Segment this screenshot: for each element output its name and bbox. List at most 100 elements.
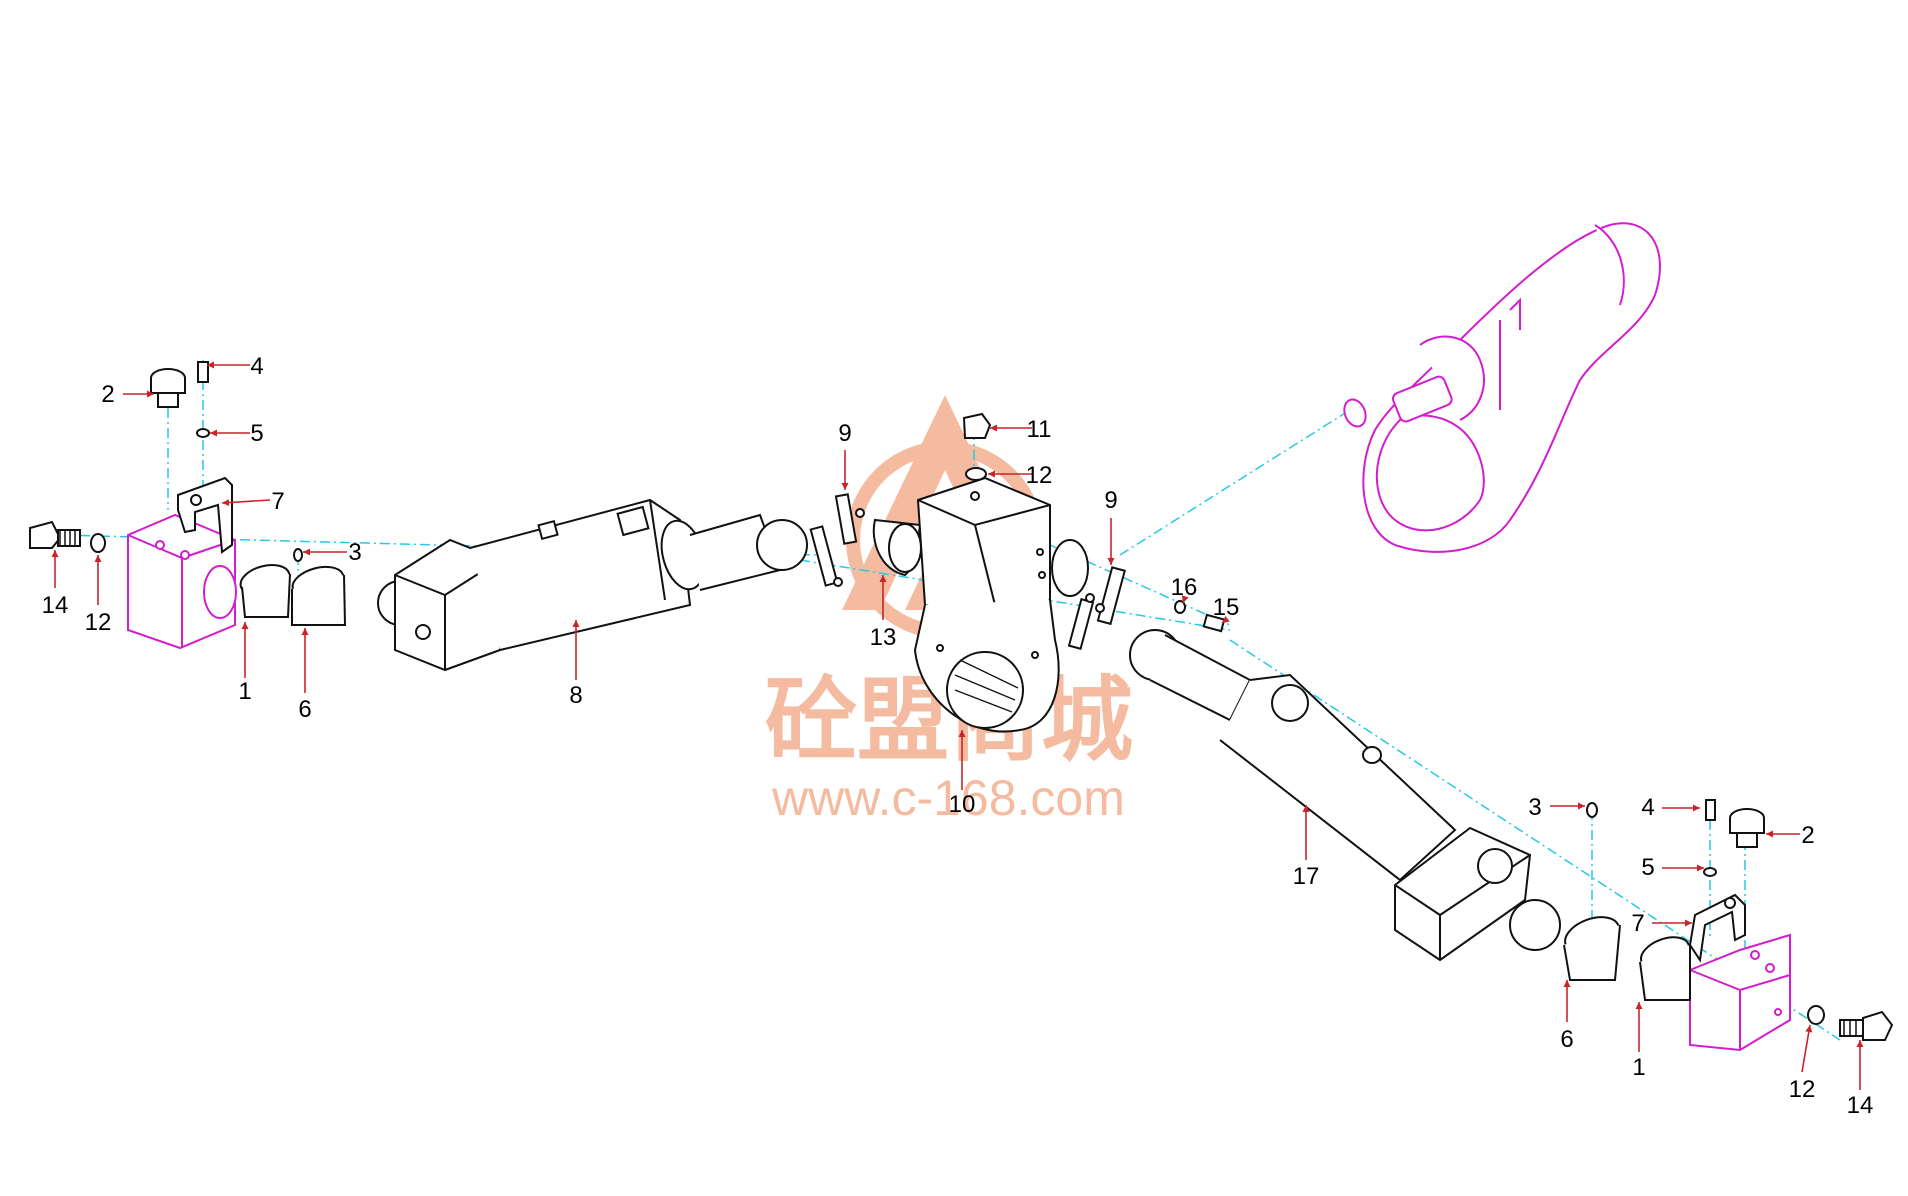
callout-label: 3 [348, 539, 361, 566]
callout-1: 1 [238, 622, 252, 705]
callout-label: 9 [1104, 487, 1117, 514]
part-5-right [1703, 867, 1717, 877]
callout-label: 12 [85, 609, 112, 636]
callout-3: 3 [303, 539, 362, 566]
part-12-left [90, 533, 106, 553]
leader-line [1801, 1024, 1811, 1073]
callout-label: 11 [1027, 416, 1052, 443]
callout-label: 16 [1171, 574, 1198, 601]
callout-label: 1 [1632, 1054, 1645, 1081]
callout-9: 9 [838, 420, 852, 490]
callout-label: 7 [1631, 910, 1644, 937]
callout-13: 13 [870, 575, 897, 651]
callout-3: 3 [1528, 794, 1585, 821]
leader-arrow-icon [301, 628, 309, 635]
part-5-left [196, 428, 210, 438]
callout-6: 6 [1560, 980, 1574, 1053]
callout-11: 11 [990, 416, 1051, 443]
leader-arrow-icon [1697, 864, 1704, 872]
part-14-right [1839, 1010, 1894, 1041]
callout-10: 10 [949, 730, 976, 818]
callout-8: 8 [569, 620, 583, 709]
part-15-screw [1202, 613, 1226, 633]
leader-arrow-icon [879, 575, 887, 582]
part-13-center-block [872, 476, 1089, 733]
callout-9: 9 [1104, 487, 1118, 565]
leader-arrow-icon [1856, 1040, 1864, 1047]
leader-arrow-icon [1635, 1002, 1643, 1009]
leader-arrow-icon [990, 424, 997, 432]
part-2-left [150, 368, 186, 408]
leader-arrow-icon [51, 550, 59, 557]
leader-arrow-icon [94, 555, 102, 562]
callout-5: 5 [1641, 854, 1704, 881]
part-6-right [1563, 802, 1621, 981]
reference-block-right [1689, 933, 1791, 1052]
part-7-left [177, 476, 233, 554]
callout-4: 4 [207, 353, 264, 380]
part-6-left [291, 548, 347, 626]
callout-label: 12 [1789, 1076, 1816, 1103]
callout-label: 14 [42, 592, 69, 619]
callout-label: 13 [870, 624, 897, 651]
callout-16: 16 [1171, 574, 1198, 604]
leader-arrow-icon [958, 730, 966, 737]
callout-label: 7 [271, 488, 284, 515]
part-12-right [1807, 1005, 1825, 1025]
part-9-left-plate [809, 493, 865, 587]
callout-label: 12 [1026, 462, 1053, 489]
part-1-right [1639, 936, 1691, 1001]
leader-arrow-icon [207, 361, 214, 369]
part-17-cylinder [1129, 629, 1561, 962]
callout-2: 2 [101, 381, 154, 408]
callout-14: 14 [1847, 1040, 1874, 1119]
leader-arrow-icon [1563, 980, 1571, 987]
callout-label: 9 [838, 420, 851, 447]
callout-label: 6 [1560, 1026, 1573, 1053]
part-9-right-plate [1067, 566, 1126, 650]
callout-12: 12 [85, 555, 112, 636]
part-2-right [1729, 808, 1765, 848]
callout-4: 4 [1641, 794, 1700, 821]
callout-label: 17 [1293, 863, 1320, 890]
callout-15: 15 [1213, 594, 1239, 624]
leader-arrow-icon [210, 429, 217, 437]
part-1-left [239, 564, 291, 618]
callout-label: 5 [1641, 854, 1654, 881]
leader-arrow-icon [1805, 1025, 1813, 1033]
leader-arrow-icon [147, 390, 154, 398]
reference-block-left [127, 513, 237, 650]
callout-label: 4 [1641, 794, 1654, 821]
callout-label: 4 [250, 353, 263, 380]
part-4-right [1705, 799, 1716, 821]
leader-arrow-icon [222, 499, 230, 507]
callout-12: 12 [1789, 1024, 1816, 1103]
callout-label: 6 [298, 696, 311, 723]
part-7-right [1688, 893, 1746, 963]
part-16-washer [1174, 600, 1186, 614]
leader-arrow-icon [1766, 830, 1773, 838]
callout-label: 3 [1528, 794, 1541, 821]
leader-arrow-icon [303, 548, 310, 556]
leader-line [221, 499, 271, 504]
leader-arrow-icon [1181, 595, 1189, 603]
callout-17: 17 [1293, 805, 1320, 890]
callout-1: 1 [1632, 1002, 1646, 1081]
leader-arrow-icon [241, 622, 249, 629]
leader-arrow-icon [841, 483, 849, 490]
callout-5: 5 [210, 420, 264, 447]
callout-label: 14 [1847, 1092, 1874, 1119]
part-8-cylinder [377, 498, 808, 672]
callout-2: 2 [1766, 822, 1815, 849]
callout-label: 10 [949, 791, 976, 818]
callout-14: 14 [42, 550, 69, 619]
callout-label: 2 [101, 381, 114, 408]
callout-label: 8 [569, 682, 582, 709]
leader-arrow-icon [1693, 804, 1700, 812]
leader-arrow-icon [572, 620, 580, 627]
leader-arrow-icon [1302, 805, 1310, 812]
leader-arrow-icon [988, 470, 995, 478]
callout-label: 2 [1801, 822, 1814, 849]
